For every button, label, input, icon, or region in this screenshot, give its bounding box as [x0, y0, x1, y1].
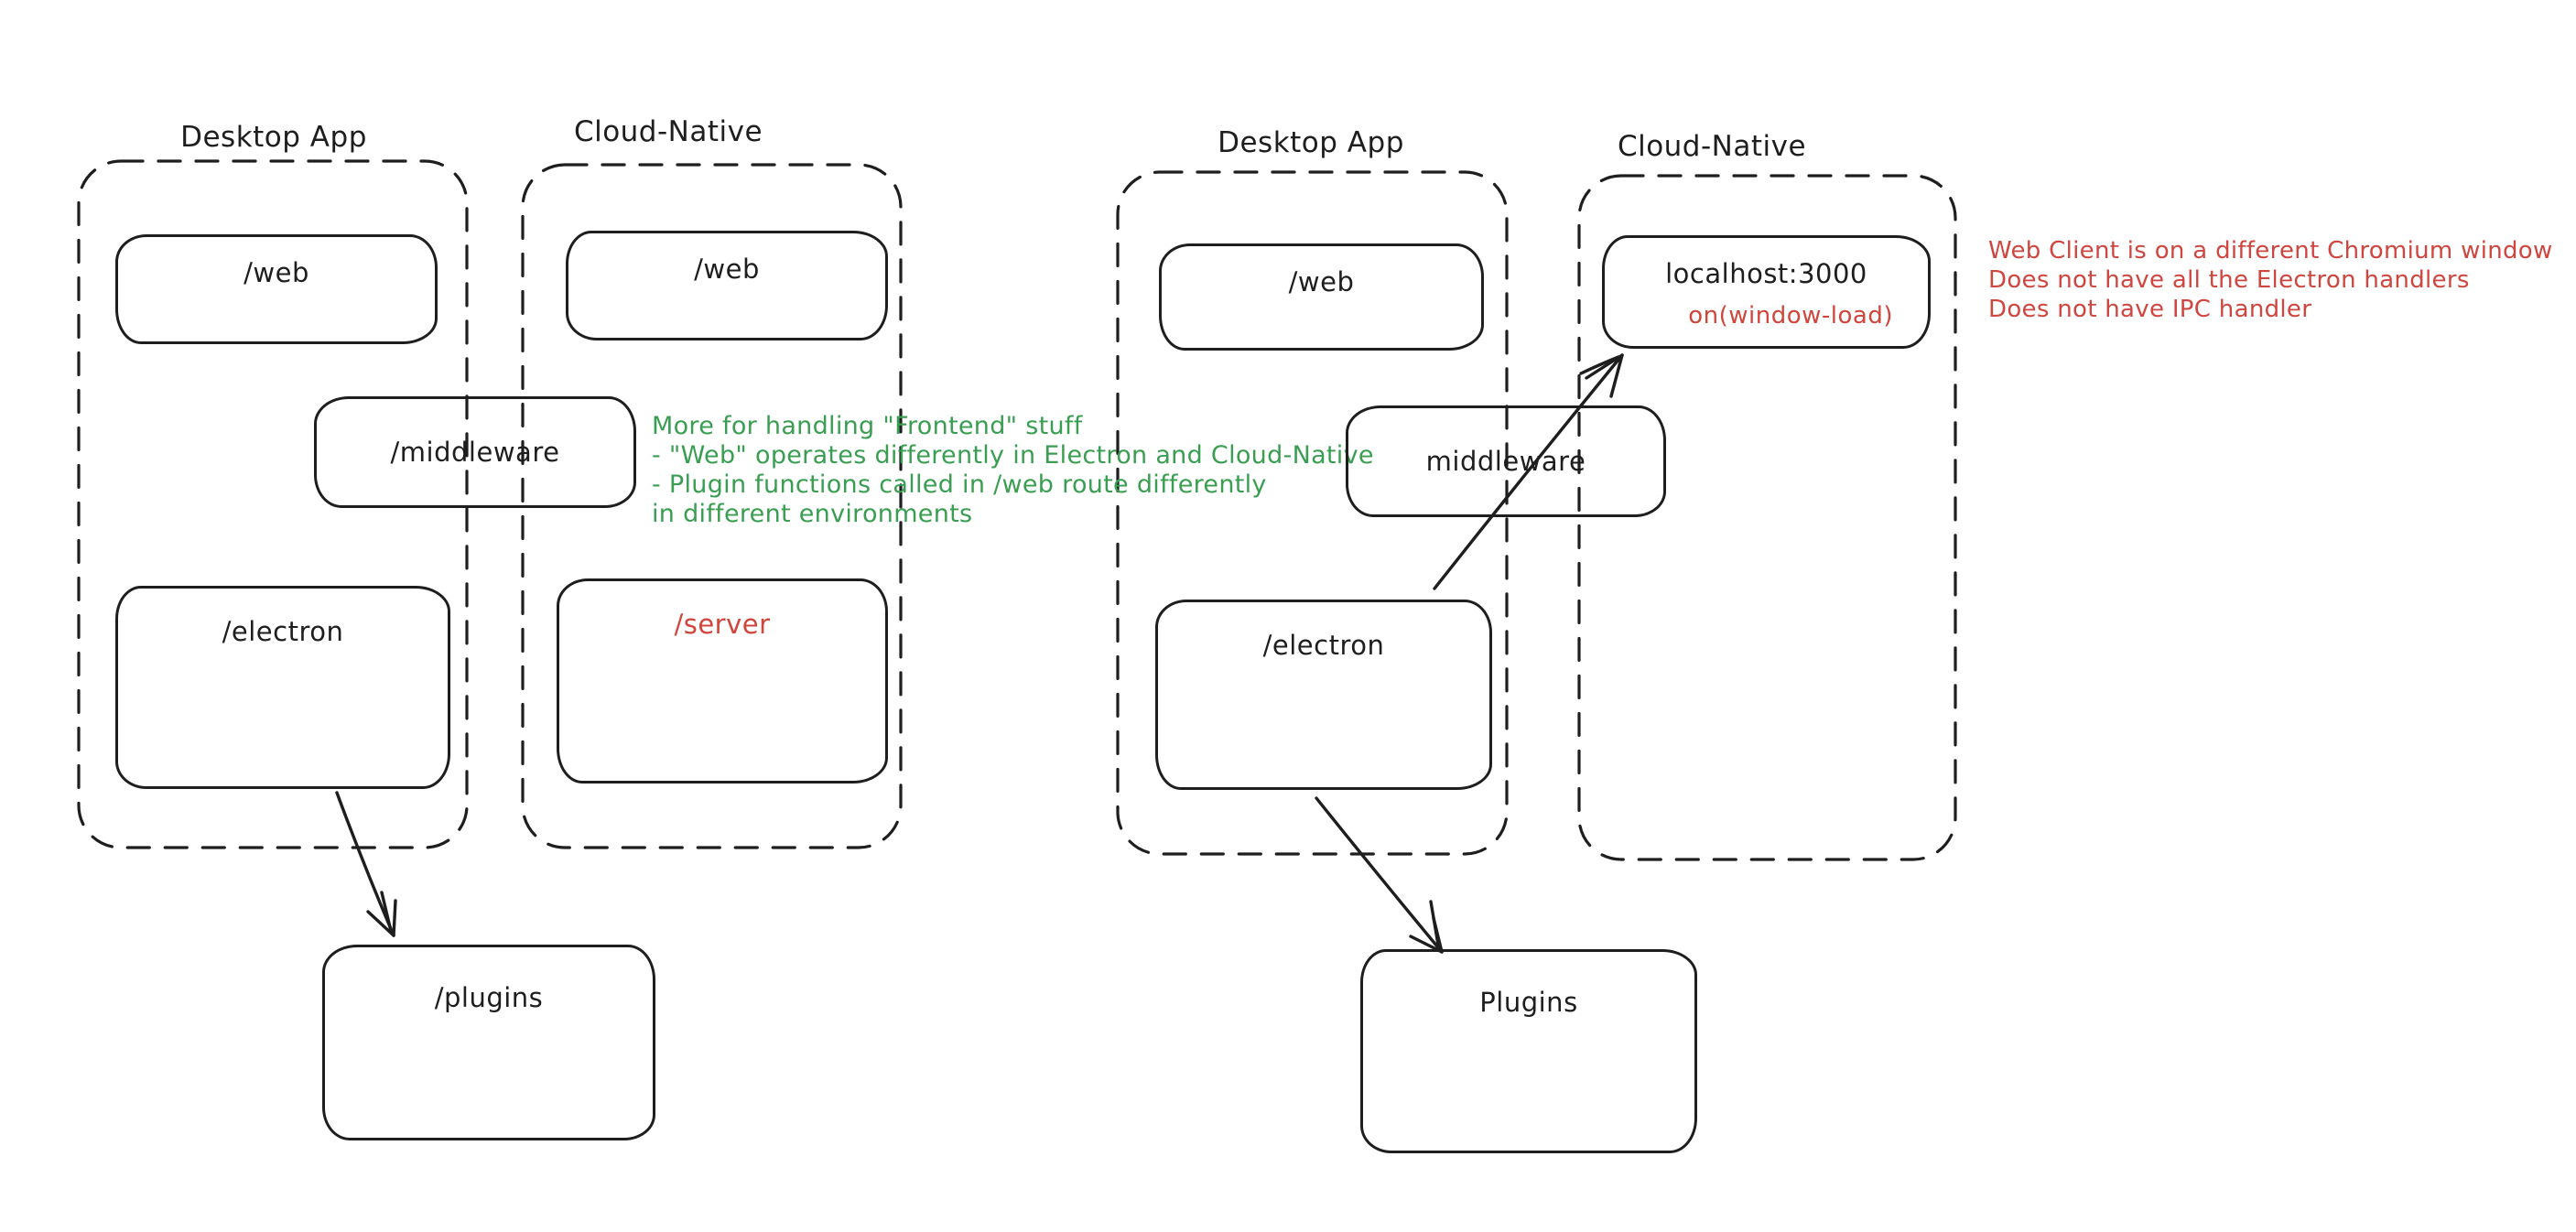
- right-desktop-web-box: /web: [1159, 243, 1484, 351]
- red-note-line: Web Client is on a different Chromium wi…: [1988, 237, 2553, 265]
- right-plugins-label: Plugins: [1479, 987, 1578, 1018]
- arrow-left-electron-to-plugins: [335, 791, 397, 937]
- right-desktop-container-outline: [1116, 170, 1509, 856]
- green-note: More for handling "Frontend" stuff - "We…: [652, 412, 1374, 529]
- left-electron-label: /electron: [222, 616, 344, 647]
- left-desktop-web-label: /web: [244, 257, 309, 288]
- right-electron-box: /electron: [1155, 600, 1492, 790]
- left-desktop-web-box: /web: [115, 234, 438, 344]
- green-note-line: - "Web" operates differently in Electron…: [652, 441, 1374, 470]
- arrow-right-electron-to-localhost: [1433, 353, 1624, 590]
- right-middleware-label: middleware: [1425, 446, 1586, 477]
- green-note-line: in different environments: [652, 500, 973, 528]
- left-cloud-web-box: /web: [566, 231, 888, 340]
- right-electron-label: /electron: [1262, 630, 1385, 661]
- green-note-line: - Plugin functions called in /web route …: [652, 470, 1267, 499]
- right-cloud-container-outline: [1577, 174, 1957, 861]
- left-cloud-native-title: Cloud-Native: [573, 115, 763, 148]
- left-desktop-container-outline: [77, 159, 469, 849]
- green-note-line: More for handling "Frontend" stuff: [652, 412, 1083, 440]
- arrow-right-electron-to-plugins: [1315, 796, 1444, 954]
- left-cloud-web-label: /web: [694, 254, 760, 285]
- left-desktop-app-title: Desktop App: [180, 121, 367, 154]
- left-plugins-label: /plugins: [434, 982, 544, 1013]
- left-server-label: /server: [674, 609, 771, 640]
- red-note-line: Does not have all the Electron handlers: [1988, 266, 2470, 294]
- right-localhost-box: localhost:3000 on(window-load): [1602, 235, 1931, 349]
- left-middleware-label: /middleware: [390, 437, 560, 468]
- red-note-line: Does not have IPC handler: [1988, 296, 2312, 323]
- left-cloud-container-outline: [521, 163, 903, 849]
- right-desktop-app-title: Desktop App: [1218, 126, 1404, 159]
- right-desktop-web-label: /web: [1288, 266, 1355, 297]
- right-localhost-label: localhost:3000: [1665, 258, 1867, 289]
- left-electron-box: /electron: [115, 586, 450, 789]
- left-server-box: /server: [557, 578, 888, 784]
- right-onload-label: on(window-load): [1688, 302, 1893, 330]
- right-cloud-native-title: Cloud-Native: [1617, 130, 1807, 163]
- right-middleware-box: middleware: [1346, 405, 1666, 517]
- red-note: Web Client is on a different Chromium wi…: [1988, 236, 2553, 324]
- left-middleware-box: /middleware: [314, 396, 636, 508]
- right-plugins-box: Plugins: [1360, 949, 1697, 1153]
- left-plugins-box: /plugins: [322, 945, 655, 1140]
